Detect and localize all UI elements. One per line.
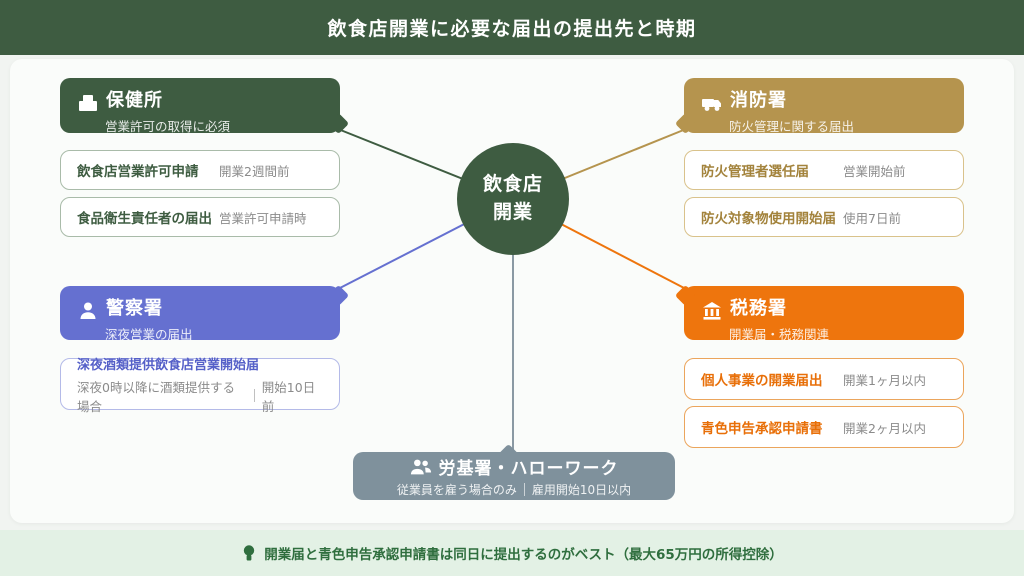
labor-office-timing: 雇用開始10日以内 (531, 483, 632, 497)
fire-department-name: 消防署 (730, 90, 787, 111)
card-title: 防火管理者選任届 (701, 164, 809, 180)
fire-truck-icon (702, 99, 721, 111)
footer-note-text: 開業届と青色申告承認申請書は同日に提出するのがベスト（最大65万円の所得控除） (264, 547, 783, 563)
card-detail: 深夜0時以降に酒類提供する場合 開始10日前 (77, 377, 323, 415)
labor-office-subtitle: 従業員を雇う場合のみ 雇用開始10日以内 (397, 481, 631, 498)
card-fire-object-use-start: 防火対象物使用開始届 使用7日前 (684, 197, 964, 237)
health-center-header: 保健所 営業許可の取得に必須 (60, 78, 350, 135)
police-officer-icon (80, 302, 96, 319)
police-station-subtitle: 深夜営業の届出 (105, 327, 193, 342)
card-food-sanitation-manager: 食品衛生責任者の届出 営業許可申請時 (60, 197, 340, 237)
card-timing: 営業許可申請時 (219, 210, 307, 226)
police-station-header: 警察署 深夜営業の届出 (60, 284, 350, 342)
page-title: 飲食店開業に必要な届出の提出先と時期 (327, 18, 697, 40)
tax-office-name: 税務署 (730, 298, 787, 319)
divider (253, 389, 255, 402)
card-title: 飲食店営業許可申請 (77, 164, 199, 180)
card-timing: 開業1ヶ月以内 (843, 372, 926, 388)
labor-office-title-row: 労基署・ハローワーク (410, 454, 619, 479)
card-title: 深夜酒類提供飲食店営業開始届 (77, 357, 260, 373)
fire-department-subtitle: 防火管理に関する届出 (729, 119, 855, 134)
card-fire-manager-appointment: 防火管理者選任届 営業開始前 (684, 150, 964, 190)
card-timing: 開業2週間前 (219, 163, 290, 179)
fire-department-header: 消防署 防火管理に関する届出 (674, 78, 964, 135)
tax-office-header: 税務署 開業届・税務関連 (674, 284, 964, 342)
lightbulb-icon (244, 545, 255, 561)
title-banner: 飲食店開業に必要な届出の提出先と時期 (0, 0, 1024, 55)
card-timing: 営業開始前 (843, 163, 906, 179)
card-title: 個人事業の開業届出 (701, 373, 823, 389)
police-station-name: 警察署 (106, 298, 163, 319)
center-node-line1: 飲食店 (482, 173, 543, 196)
card-restaurant-business-permit: 飲食店営業許可申請 開業2週間前 (60, 150, 340, 190)
hospital-building-icon (79, 95, 97, 111)
health-center-subtitle: 営業許可の取得に必須 (105, 119, 231, 134)
card-title: 青色申告承認申請書 (701, 421, 823, 437)
center-node-restaurant-opening: 飲食店 開業 (457, 143, 569, 255)
card-timing: 開始10日前 (261, 379, 316, 414)
card-title: 食品衛生責任者の届出 (77, 211, 212, 227)
two-people-icon (410, 459, 431, 474)
tax-office-subtitle: 開業届・税務関連 (729, 327, 830, 342)
footer-note-bar: 開業届と青色申告承認申請書は同日に提出するのがベスト（最大65万円の所得控除） (0, 530, 1024, 576)
center-node-line2: 開業 (492, 201, 533, 223)
card-condition: 深夜0時以降に酒類提供する場合 (77, 379, 235, 414)
labor-office-header: 労基署・ハローワーク 従業員を雇う場合のみ 雇用開始10日以内 (353, 443, 675, 500)
labor-office-condition: 従業員を雇う場合のみ (396, 483, 517, 497)
bank-building-icon (703, 302, 721, 320)
card-late-night-alcohol-service: 深夜酒類提供飲食店営業開始届 深夜0時以降に酒類提供する場合 開始10日前 (60, 358, 340, 414)
card-timing: 使用7日前 (843, 210, 901, 226)
card-blue-return-approval: 青色申告承認申請書 開業2ヶ月以内 (684, 406, 964, 448)
card-timing: 開業2ヶ月以内 (843, 420, 926, 436)
labor-office-name: 労基署・ハローワーク (438, 459, 619, 479)
card-sole-proprietor-opening: 個人事業の開業届出 開業1ヶ月以内 (684, 358, 964, 400)
health-center-name: 保健所 (106, 90, 163, 111)
divider (523, 483, 525, 496)
card-title: 防火対象物使用開始届 (701, 211, 836, 227)
